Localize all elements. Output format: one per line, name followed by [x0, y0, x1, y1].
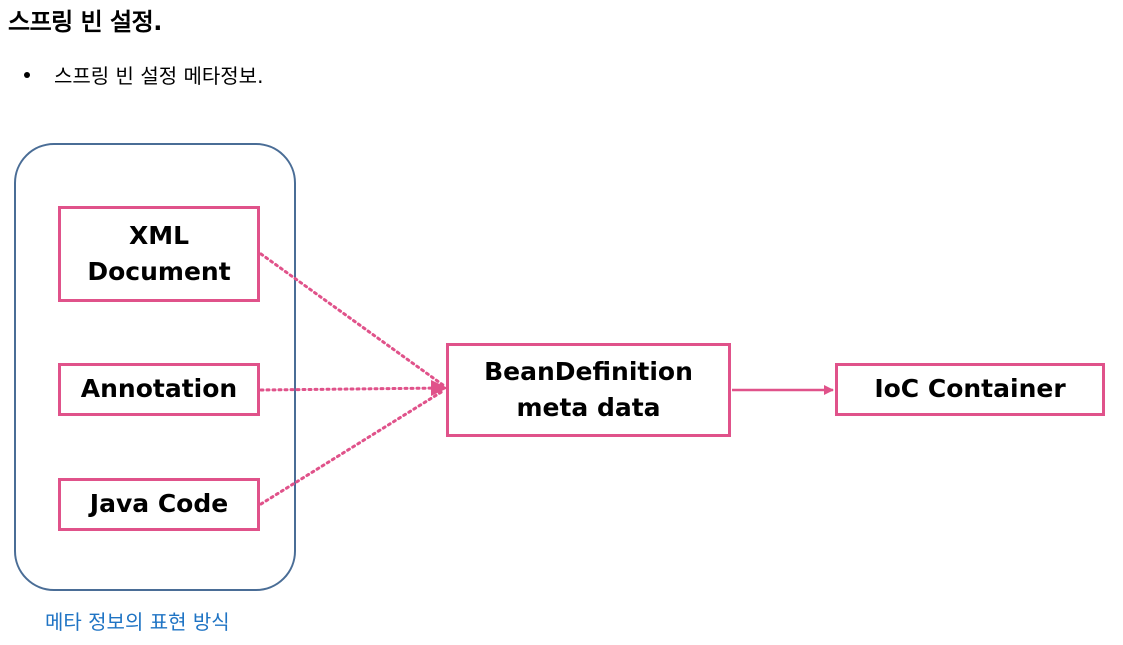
xml-label-line1: XML — [128, 220, 190, 250]
java-code-label: Java Code — [89, 489, 229, 519]
ioc-container-box: IoC Container — [835, 363, 1105, 416]
bullet-text: 스프링 빈 설정 메타정보. — [54, 64, 264, 88]
bean-input-arrowhead — [431, 380, 448, 396]
java-code-box: Java Code — [58, 478, 260, 531]
java-to-bean-arrow — [259, 389, 445, 506]
bean-definition-box: BeanDefinition meta data — [446, 343, 731, 437]
bullet-dot-icon — [24, 71, 30, 78]
annotation-label: Annotation — [80, 374, 238, 404]
ioc-container-label: IoC Container — [874, 374, 1066, 404]
xml-document-box: XML Document — [58, 206, 260, 302]
bean-definition-line1: BeanDefinition — [484, 356, 693, 386]
xml-label-line2: Document — [87, 257, 231, 286]
bean-definition-line2: meta data — [516, 393, 661, 422]
xml-to-bean-arrow — [259, 252, 445, 387]
metadata-representation-group — [14, 143, 296, 591]
bullet-item: 스프링 빈 설정 메타정보. — [20, 60, 263, 89]
annotation-box: Annotation — [58, 363, 260, 416]
page-heading: 스프링 빈 설정. — [8, 8, 162, 36]
group-caption: 메타 정보의 표현 방식 — [45, 610, 230, 634]
annotation-to-bean-arrow — [259, 386, 445, 392]
